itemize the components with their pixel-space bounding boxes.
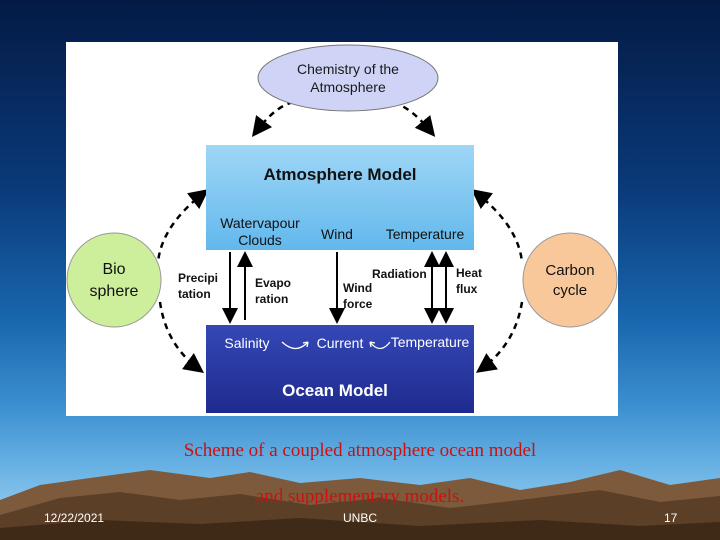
wind-label: Wind [321, 226, 353, 242]
ocean-temperature-label: Temperature [391, 334, 470, 350]
heat-flux-label-2: flux [456, 282, 478, 296]
caption-line-1: Scheme of a coupled atmosphere ocean mod… [183, 440, 537, 461]
watervapour-label: Watervapour [220, 215, 300, 231]
salinity-label: Salinity [224, 335, 269, 351]
clouds-label: Clouds [238, 232, 282, 248]
wind-force-label-2: force [343, 297, 373, 311]
chemistry-label-2: Atmosphere [310, 79, 386, 95]
atmosphere-model-title: Atmosphere Model [263, 165, 416, 184]
caption-line-2: and supplementary models. [255, 486, 465, 507]
wind-force-label-1: Wind [343, 281, 372, 295]
atmosphere-model-box [206, 145, 474, 250]
atm-temperature-label: Temperature [386, 226, 465, 242]
footer-page-number: 17 [664, 511, 678, 525]
dashed-links [156, 100, 524, 373]
footer-date: 12/22/2021 [44, 511, 105, 525]
precipitation-label-1: Precipi [178, 271, 218, 285]
ocean-model-box [206, 325, 474, 413]
biosphere-node [66, 232, 162, 328]
precipitation-label-2: tation [178, 287, 211, 301]
carbon-cycle-node [522, 232, 618, 328]
carbon-label-1: Carbon [545, 262, 594, 279]
ocean-model-title: Ocean Model [282, 381, 388, 400]
flux-arrows [222, 251, 454, 324]
evaporation-label-1: Evapo [255, 276, 291, 290]
chemistry-label-1: Chemistry of the [297, 61, 399, 77]
evaporation-label-2: ration [255, 292, 288, 306]
footer-center: UNBC [343, 511, 378, 525]
biosphere-label-2: sphere [90, 283, 139, 300]
ocean-var-arrows [281, 341, 391, 350]
chemistry-node [257, 44, 439, 112]
biosphere-label-1: Bio [102, 261, 125, 278]
current-label: Current [317, 335, 364, 351]
carbon-label-2: cycle [553, 282, 587, 299]
heat-flux-label-1: Heat [456, 266, 482, 280]
radiation-label: Radiation [372, 267, 427, 281]
